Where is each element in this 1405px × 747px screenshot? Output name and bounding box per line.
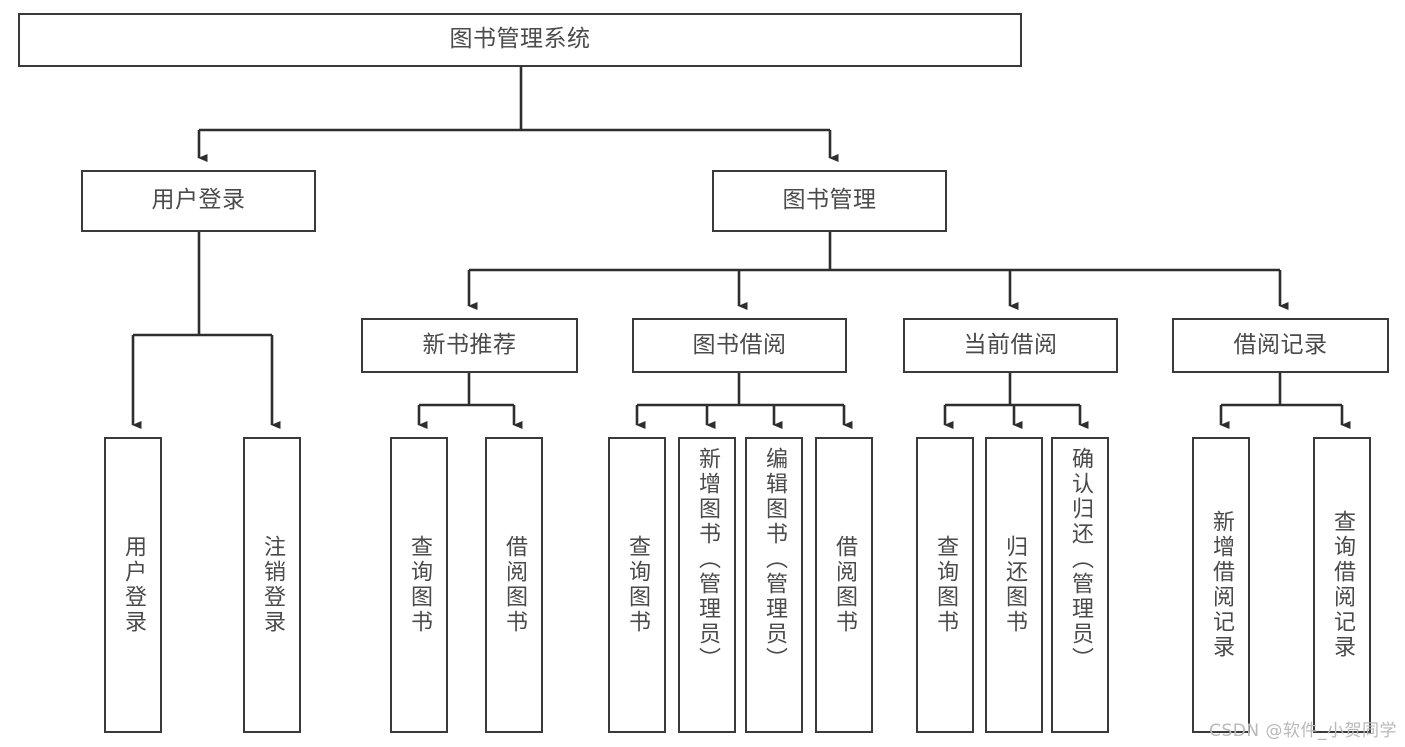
- leaf-borrow-query-book[interactable]: 查询图书: [608, 437, 666, 733]
- leaf-newbook-borrow-book-label: 借阅图书: [502, 535, 527, 635]
- leaf-borrow-borrow-book-label: 借阅图书: [832, 535, 857, 635]
- leaf-borrow-add-book-admin-label: 新增图书（管理员）: [695, 447, 720, 672]
- leaf-borrow-edit-book-admin[interactable]: 编辑图书（管理员）: [745, 437, 803, 733]
- leaf-borrow-edit-book-admin-label: 编辑图书（管理员）: [762, 447, 787, 672]
- leaf-borrow-query-book-label: 查询图书: [625, 535, 650, 635]
- leaf-current-confirm-return-admin[interactable]: 确认归还（管理员）: [1051, 437, 1109, 733]
- leaf-user-login[interactable]: 用户登录: [104, 437, 162, 733]
- node-book-manage[interactable]: 图书管理: [712, 170, 947, 232]
- node-user-login-label: 用户登录: [151, 187, 246, 214]
- node-new-book-recommend-label: 新书推荐: [422, 331, 517, 358]
- node-borrow-record[interactable]: 借阅记录: [1172, 318, 1389, 373]
- watermark: CSDN @软件_小贺同学: [1209, 721, 1397, 741]
- leaf-user-login-label: 用户登录: [121, 535, 146, 635]
- node-root-label: 图书管理系统: [449, 26, 591, 53]
- node-book-borrow[interactable]: 图书借阅: [632, 318, 847, 373]
- leaf-record-add-record-label: 新增借阅记录: [1209, 510, 1234, 660]
- leaf-current-return-book[interactable]: 归还图书: [985, 437, 1043, 733]
- leaf-borrow-add-book-admin[interactable]: 新增图书（管理员）: [678, 437, 736, 733]
- node-borrow-record-label: 借阅记录: [1233, 331, 1328, 358]
- node-book-borrow-label: 图书借阅: [692, 331, 787, 358]
- leaf-record-add-record[interactable]: 新增借阅记录: [1192, 437, 1250, 733]
- leaf-borrow-borrow-book[interactable]: 借阅图书: [815, 437, 873, 733]
- leaf-current-return-book-label: 归还图书: [1002, 535, 1027, 635]
- node-new-book-recommend[interactable]: 新书推荐: [361, 318, 578, 373]
- leaf-newbook-query-book-label: 查询图书: [407, 535, 432, 635]
- leaf-logout-login-label: 注销登录: [260, 535, 285, 635]
- leaf-current-query-book[interactable]: 查询图书: [916, 437, 974, 733]
- node-current-borrow[interactable]: 当前借阅: [903, 318, 1118, 373]
- leaf-record-query-record[interactable]: 查询借阅记录: [1313, 437, 1371, 733]
- node-user-login[interactable]: 用户登录: [81, 170, 316, 232]
- leaf-current-confirm-return-admin-label: 确认归还（管理员）: [1068, 447, 1093, 672]
- leaf-current-query-book-label: 查询图书: [933, 535, 958, 635]
- leaf-newbook-borrow-book[interactable]: 借阅图书: [485, 437, 543, 733]
- node-current-borrow-label: 当前借阅: [963, 331, 1058, 358]
- leaf-logout-login[interactable]: 注销登录: [243, 437, 301, 733]
- node-root[interactable]: 图书管理系统: [18, 13, 1022, 67]
- leaf-record-query-record-label: 查询借阅记录: [1330, 510, 1355, 660]
- leaf-newbook-query-book[interactable]: 查询图书: [390, 437, 448, 733]
- node-book-manage-label: 图书管理: [782, 187, 877, 214]
